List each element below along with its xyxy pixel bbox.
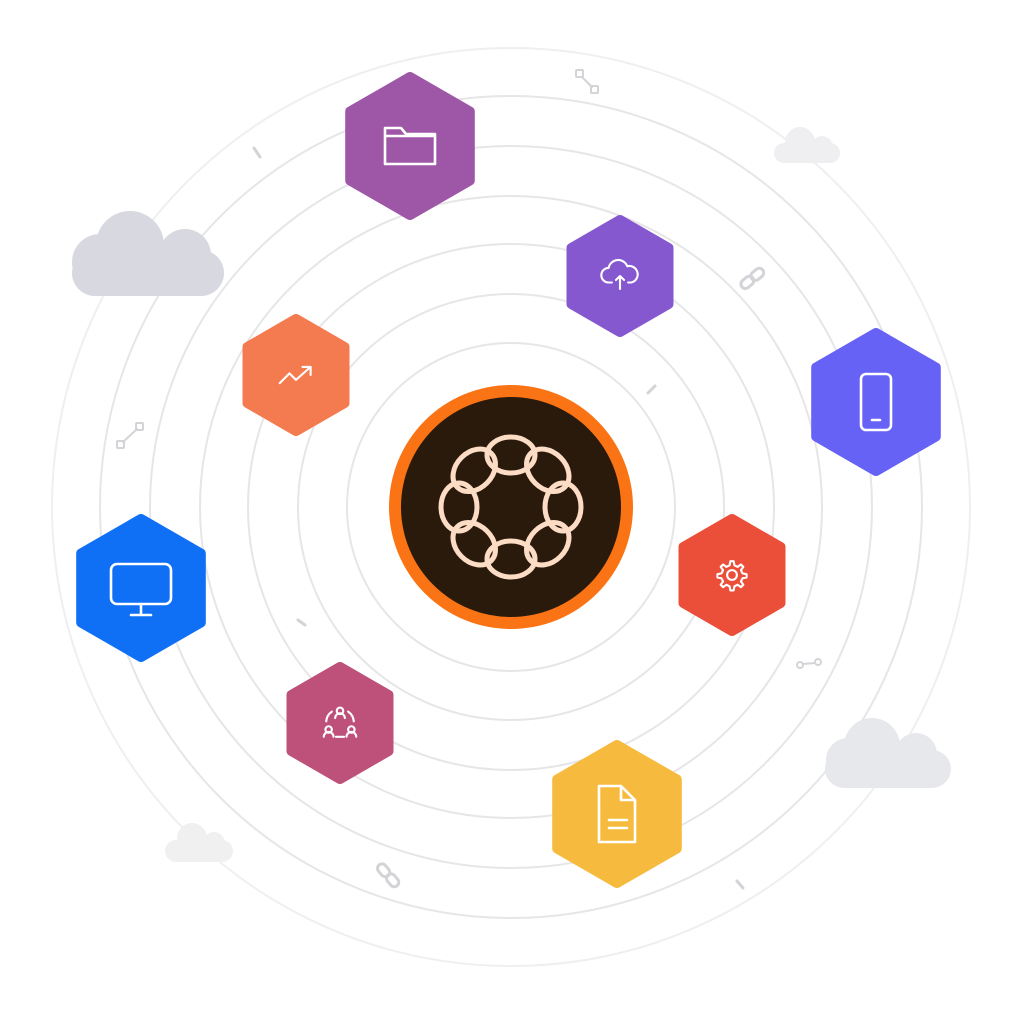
decorations xyxy=(116,69,822,890)
hexagon-shape xyxy=(678,514,786,636)
logo-loop xyxy=(484,434,538,476)
cloud-upload-icon xyxy=(600,258,639,291)
user-collaboration-hexagon xyxy=(286,662,394,784)
hexagon-shape xyxy=(811,328,941,476)
cloud-upload-hexagon xyxy=(566,215,674,337)
smartphone-hexagon xyxy=(811,328,941,476)
center-logo xyxy=(389,385,633,629)
user-collaboration-icon xyxy=(322,706,358,738)
monitor-icon xyxy=(109,562,173,617)
logo-loop xyxy=(524,446,572,494)
orbit-rings xyxy=(51,47,971,967)
logo-loop xyxy=(524,520,572,568)
hexagon-shape xyxy=(242,314,350,436)
folder-hexagon xyxy=(345,72,475,220)
logo-loop xyxy=(450,446,498,494)
document-hexagon xyxy=(552,740,682,888)
trending-up-hexagon xyxy=(242,314,350,436)
document-icon xyxy=(597,784,637,844)
cloud-icon xyxy=(165,823,233,862)
cloud-icon xyxy=(774,127,840,163)
logo-loop xyxy=(542,480,584,534)
gear-icon xyxy=(716,560,748,592)
logo-loop xyxy=(450,520,498,568)
hexagon-shape xyxy=(552,740,682,888)
smartphone-icon xyxy=(859,372,893,432)
background-clouds xyxy=(72,127,951,862)
cloud-icon xyxy=(72,211,224,296)
folder-icon xyxy=(383,126,437,166)
hexagon-shape xyxy=(76,514,206,662)
gear-hexagon xyxy=(678,514,786,636)
cloud-icon xyxy=(825,718,951,788)
logo-loop xyxy=(484,538,538,580)
hexagon-shape xyxy=(286,662,394,784)
logo-loop xyxy=(438,480,480,534)
hexagon-shape xyxy=(345,72,475,220)
adobe-experience-manager-logo-icon xyxy=(438,434,584,580)
monitor-hexagon xyxy=(76,514,206,662)
trending-up-icon xyxy=(278,365,312,385)
